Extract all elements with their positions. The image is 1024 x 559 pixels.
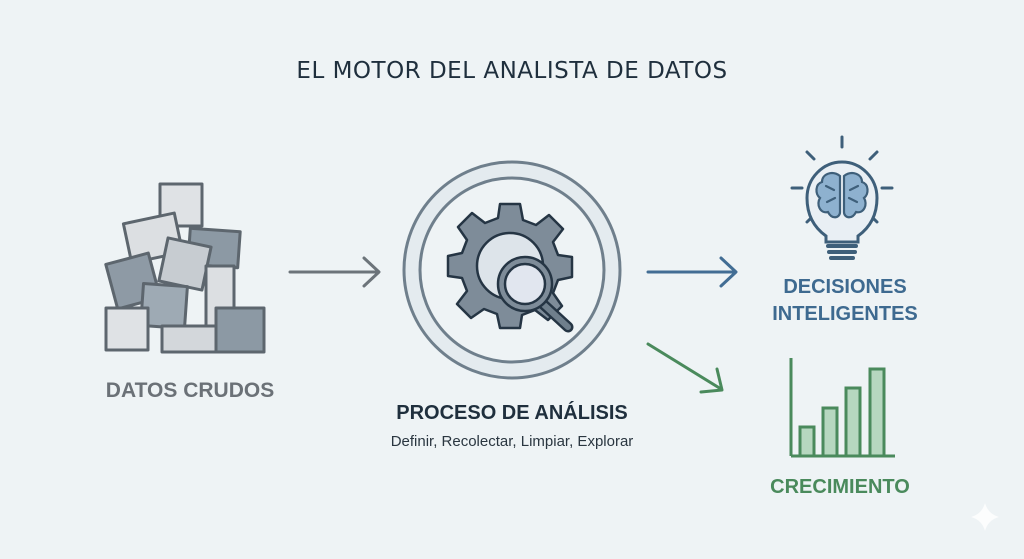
page-title: EL MOTOR DEL ANALISTA DE DATOS [296,58,728,84]
bar-chart-icon [789,358,895,458]
growth-label: CRECIMIENTO [770,476,910,498]
data-blocks-icon [104,182,266,354]
arrow-process-to-decisions [646,256,738,288]
lightbulb-brain-icon [790,135,894,260]
arrow-raw-to-process [288,256,381,288]
process-subtitle: Definir, Recolectar, Limpiar, Explorar [390,433,634,450]
process-label: PROCESO DE ANÁLISIS [396,402,628,424]
raw-data-label: DATOS CRUDOS [105,379,275,402]
sparkle-icon [971,503,999,531]
arrow-process-to-growth [646,342,724,394]
decisions-label: DECISIONES INTELIGENTES [772,276,918,325]
gear-magnifier-icon [402,160,622,380]
